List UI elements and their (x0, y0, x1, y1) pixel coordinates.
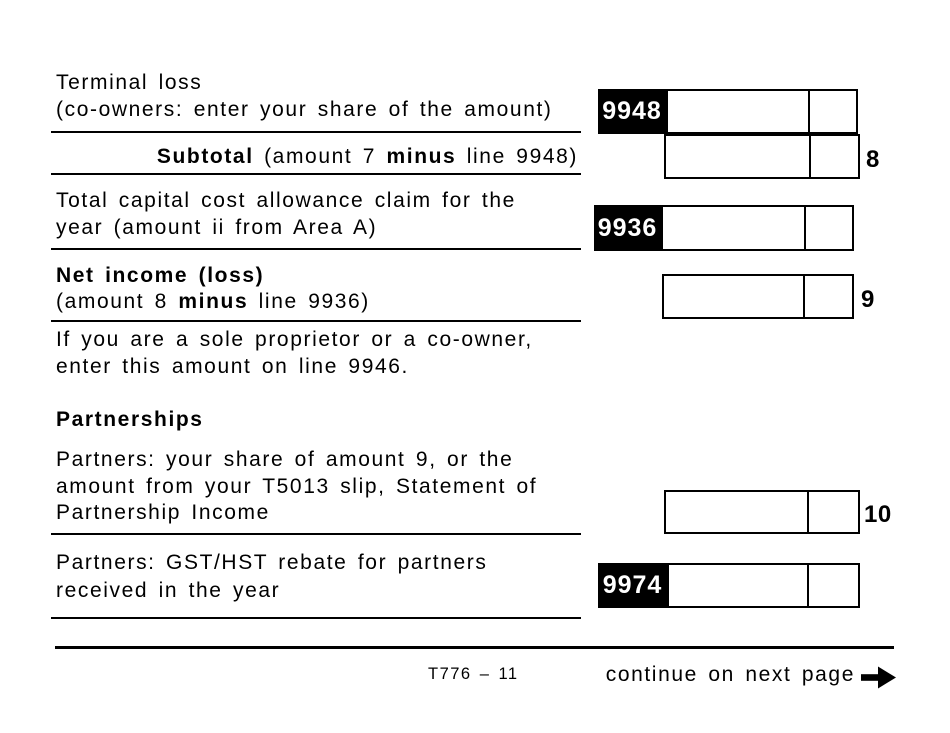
cents-divider (809, 136, 811, 177)
amount-value-subtotal-8 (670, 140, 806, 173)
terminal-loss-note: (co-owners: enter your share of the amou… (56, 98, 553, 121)
net-income-label: Net income (loss) (56, 264, 265, 287)
subtotal-label: Subtotal (amount 7 minus line 9948) (156, 145, 578, 168)
partners-share-line3: Partnership Income (56, 501, 270, 524)
line-number-8: 8 (866, 146, 880, 173)
amount-value-9974 (673, 569, 806, 602)
sole-proprietor-note-line1: If you are a sole proprietor or a co-own… (56, 328, 533, 351)
amount-field-partners-share-10[interactable] (664, 490, 860, 534)
amount-value-9936 (667, 211, 800, 245)
divider-line (51, 131, 581, 133)
cca-label-line2: year (amount ii from Area A) (56, 216, 378, 239)
line-code-9936: 9936 (594, 205, 661, 251)
amount-value-net-income-9 (668, 280, 800, 313)
partners-share-line2: amount from your T5013 slip, Statement o… (56, 475, 538, 498)
footer-rule (55, 646, 894, 649)
cents-divider (808, 91, 810, 132)
cents-divider (807, 492, 809, 532)
arrow-right-icon (861, 665, 897, 695)
amount-value-partners-share-10 (670, 496, 806, 528)
divider-line (51, 617, 581, 619)
cents-divider (804, 207, 806, 249)
minus-word: minus (386, 145, 457, 168)
net-income-note: (amount 8 minus line 9936) (56, 290, 370, 313)
form-code: T776 – 11 (428, 665, 519, 683)
amount-value-9948 (672, 95, 804, 128)
sole-proprietor-note-line2: enter this amount on line 9946. (56, 355, 409, 378)
amount-field-9974[interactable] (667, 563, 860, 608)
divider-line (51, 173, 581, 175)
line-number-9: 9 (861, 286, 875, 313)
partnerships-heading: Partnerships (56, 408, 204, 431)
partners-gst-line2: received in the year (56, 579, 281, 602)
amount-field-subtotal-8[interactable] (664, 134, 860, 179)
terminal-loss-label: Terminal loss (56, 71, 203, 94)
divider-line (51, 320, 581, 322)
cents-divider (807, 565, 809, 606)
subtotal-word: Subtotal (156, 145, 254, 168)
partners-share-line1: Partners: your share of amount 9, or the (56, 448, 514, 471)
amount-field-9936[interactable] (661, 205, 854, 251)
divider-line (51, 248, 581, 250)
continue-text: continue on next page (605, 663, 855, 686)
minus-word: minus (178, 290, 249, 313)
divider-line (51, 533, 581, 535)
cca-label-line1: Total capital cost allowance claim for t… (56, 189, 516, 212)
cents-divider (803, 276, 805, 317)
line-code-9974: 9974 (598, 563, 667, 608)
partners-gst-line1: Partners: GST/HST rebate for partners (56, 551, 488, 574)
amount-field-net-income-9[interactable] (662, 274, 854, 319)
line-code-9948: 9948 (598, 89, 666, 134)
line-number-10: 10 (864, 501, 892, 528)
amount-field-9948[interactable] (666, 89, 858, 134)
